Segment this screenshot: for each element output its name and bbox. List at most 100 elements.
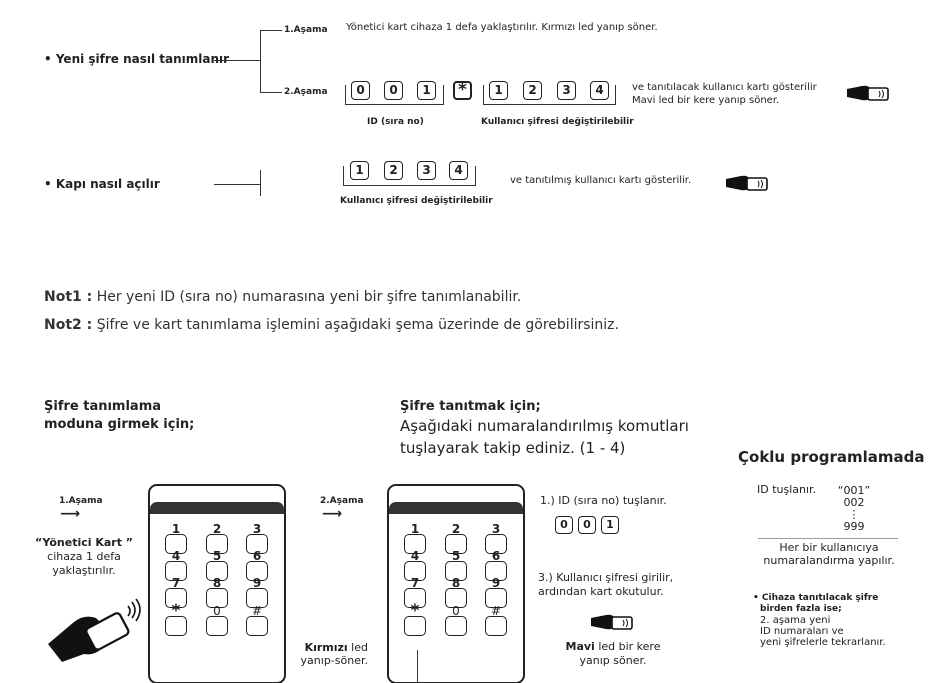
s2-text: ve tanıtılmış kullanıcı kartı gösterilir… — [510, 175, 692, 186]
key-1: 1 — [601, 516, 619, 534]
keypad-button[interactable] — [246, 534, 268, 554]
keypad-button[interactable] — [404, 588, 426, 608]
branch-top — [260, 30, 282, 31]
red-led-bold: Kırmızı — [304, 641, 348, 654]
keypad-button[interactable] — [445, 616, 467, 636]
keypad-digit-label: # — [490, 604, 502, 618]
admin-card-text: “Yönetici Kart ” cihaza 1 defa yaklaştır… — [28, 536, 140, 578]
key-2: 2 — [384, 161, 403, 180]
mid-heading-2: Aşağıdaki numaralandırılmış komutları — [400, 417, 689, 435]
stage2-text-1: ve tanıtılacak kullanıcı kartı gösterili… — [632, 82, 817, 93]
pw-bracket-right — [615, 85, 616, 105]
keypad-button[interactable] — [206, 588, 228, 608]
id-bracket-left — [345, 85, 346, 105]
multi-heading: Çoklu programlamada — [738, 448, 925, 466]
keypad-button[interactable] — [445, 588, 467, 608]
keypad-digit-label: 4 — [410, 549, 420, 563]
keypad-digit-label: 7 — [410, 576, 420, 590]
keypad-button[interactable] — [485, 588, 507, 608]
id-values: “001” 002 ⋮ 999 — [834, 485, 874, 533]
red-led-text: Kırmızı led yanıp-söner. — [290, 641, 368, 667]
keypad-digit-label: 1 — [410, 522, 420, 536]
keypad-button[interactable] — [485, 561, 507, 581]
mid-stage-label: 2.Aşama — [320, 496, 364, 506]
keypad-button[interactable] — [246, 588, 268, 608]
right-divider — [758, 538, 898, 539]
keypad-button[interactable] — [404, 616, 426, 636]
note2-label: Not2 : — [44, 317, 93, 333]
id-value: 002 — [843, 496, 865, 509]
hand-card-icon — [591, 614, 633, 630]
stage1-text: Yönetici kart cihaza 1 defa yaklaştırılı… — [346, 22, 658, 33]
section2-title: • Kapı nasıl açılır — [44, 177, 160, 191]
stage2-text-2: Mavi led bir kere yanıp söner. — [632, 95, 780, 106]
branch-bottom — [260, 92, 282, 93]
pw-bracket — [483, 104, 615, 105]
s2-caption: Kullanıcı şifresi değiştirilebilir — [340, 196, 493, 206]
multi-note: • Cihaza tanıtılacak şifre birden fazla … — [753, 593, 886, 648]
keypad-digit-label: 5 — [451, 549, 461, 563]
keypad-digit-label: 9 — [491, 576, 501, 590]
multi-line-3: 2. aşama yeni — [760, 615, 831, 626]
keypad-button[interactable] — [404, 534, 426, 554]
multi-line-5: yeni şifrelerle tekrarlanır. — [760, 637, 886, 648]
keypad-digit-label: 0 — [213, 604, 221, 618]
keypad-button[interactable] — [404, 561, 426, 581]
left-heading-1: Şifre tanımlama — [44, 399, 162, 414]
keypad-digit-label: 4 — [171, 549, 181, 563]
keypad-button[interactable] — [246, 561, 268, 581]
keypad-digit-label: 3 — [252, 522, 262, 536]
keypad-button[interactable] — [165, 616, 187, 636]
note1-text: Her yeni ID (sıra no) numarasına yeni bi… — [96, 289, 522, 305]
branch-vertical — [260, 30, 261, 93]
note1-label: Not1 : — [44, 289, 93, 305]
keypad-digit-label: 0 — [452, 604, 460, 618]
note1: Not1 : Her yeni ID (sıra no) numarasına … — [44, 289, 521, 305]
key-0: 0 — [555, 516, 573, 534]
pointer-line — [417, 650, 418, 683]
id-value: ⋮ — [848, 508, 860, 521]
keypad-button[interactable] — [165, 534, 187, 554]
keypad-led-bar — [150, 502, 284, 514]
pw-caption: Kullanıcı şifresi değiştirilebilir — [481, 117, 634, 127]
key-1: 1 — [350, 161, 369, 180]
key-3: 3 — [417, 161, 436, 180]
id-bracket-right — [443, 85, 444, 105]
right-caption-2: numaralandırma yapılır. — [763, 554, 895, 567]
keypad-button[interactable] — [445, 561, 467, 581]
multi-line-2: birden fazla ise; — [760, 604, 842, 614]
keypad-button[interactable] — [206, 534, 228, 554]
keypad-button[interactable] — [165, 588, 187, 608]
mid-heading-3: tuşlayarak takip ediniz. (1 - 4) — [400, 439, 626, 457]
blue-led-bold: Mavi — [565, 640, 595, 653]
key-star: * — [453, 81, 472, 100]
stage2-label: 2.Aşama — [284, 87, 328, 97]
s2-line — [214, 184, 260, 185]
keypad-button[interactable] — [246, 616, 268, 636]
note2-text: Şifre ve kart tanımlama işlemini aşağıda… — [96, 317, 619, 333]
key-4: 4 — [590, 81, 609, 100]
stage1-label: 1.Aşama — [284, 25, 328, 35]
keypad-led-bar — [389, 502, 523, 514]
keypad-digit-label: 9 — [252, 576, 262, 590]
step3-text: 3.) Kullanıcı şifresi girilir, ardından … — [538, 571, 673, 599]
id-value: 999 — [843, 520, 865, 533]
keypad-button[interactable] — [445, 534, 467, 554]
right-caption: Her bir kullanıcıya numaralandırma yapıl… — [756, 541, 902, 567]
keypad-button[interactable] — [165, 561, 187, 581]
step3-line2: ardından kart okutulur. — [538, 585, 664, 598]
pw-bracket-left — [483, 85, 484, 105]
keypad-digit-label: 2 — [451, 522, 461, 536]
keypad-button[interactable] — [485, 616, 507, 636]
keypad-button[interactable] — [206, 616, 228, 636]
keypad-digit-label: 3 — [491, 522, 501, 536]
key-4: 4 — [449, 161, 468, 180]
keypad-digit-label: * — [410, 601, 420, 621]
keypad-button[interactable] — [485, 534, 507, 554]
id-caption: ID (sıra no) — [367, 117, 424, 127]
keypad-digit-label: 8 — [212, 576, 222, 590]
right-arrow-icon: ⟶ — [322, 506, 343, 522]
keypad-button[interactable] — [206, 561, 228, 581]
s2-bracket-left — [343, 166, 344, 186]
